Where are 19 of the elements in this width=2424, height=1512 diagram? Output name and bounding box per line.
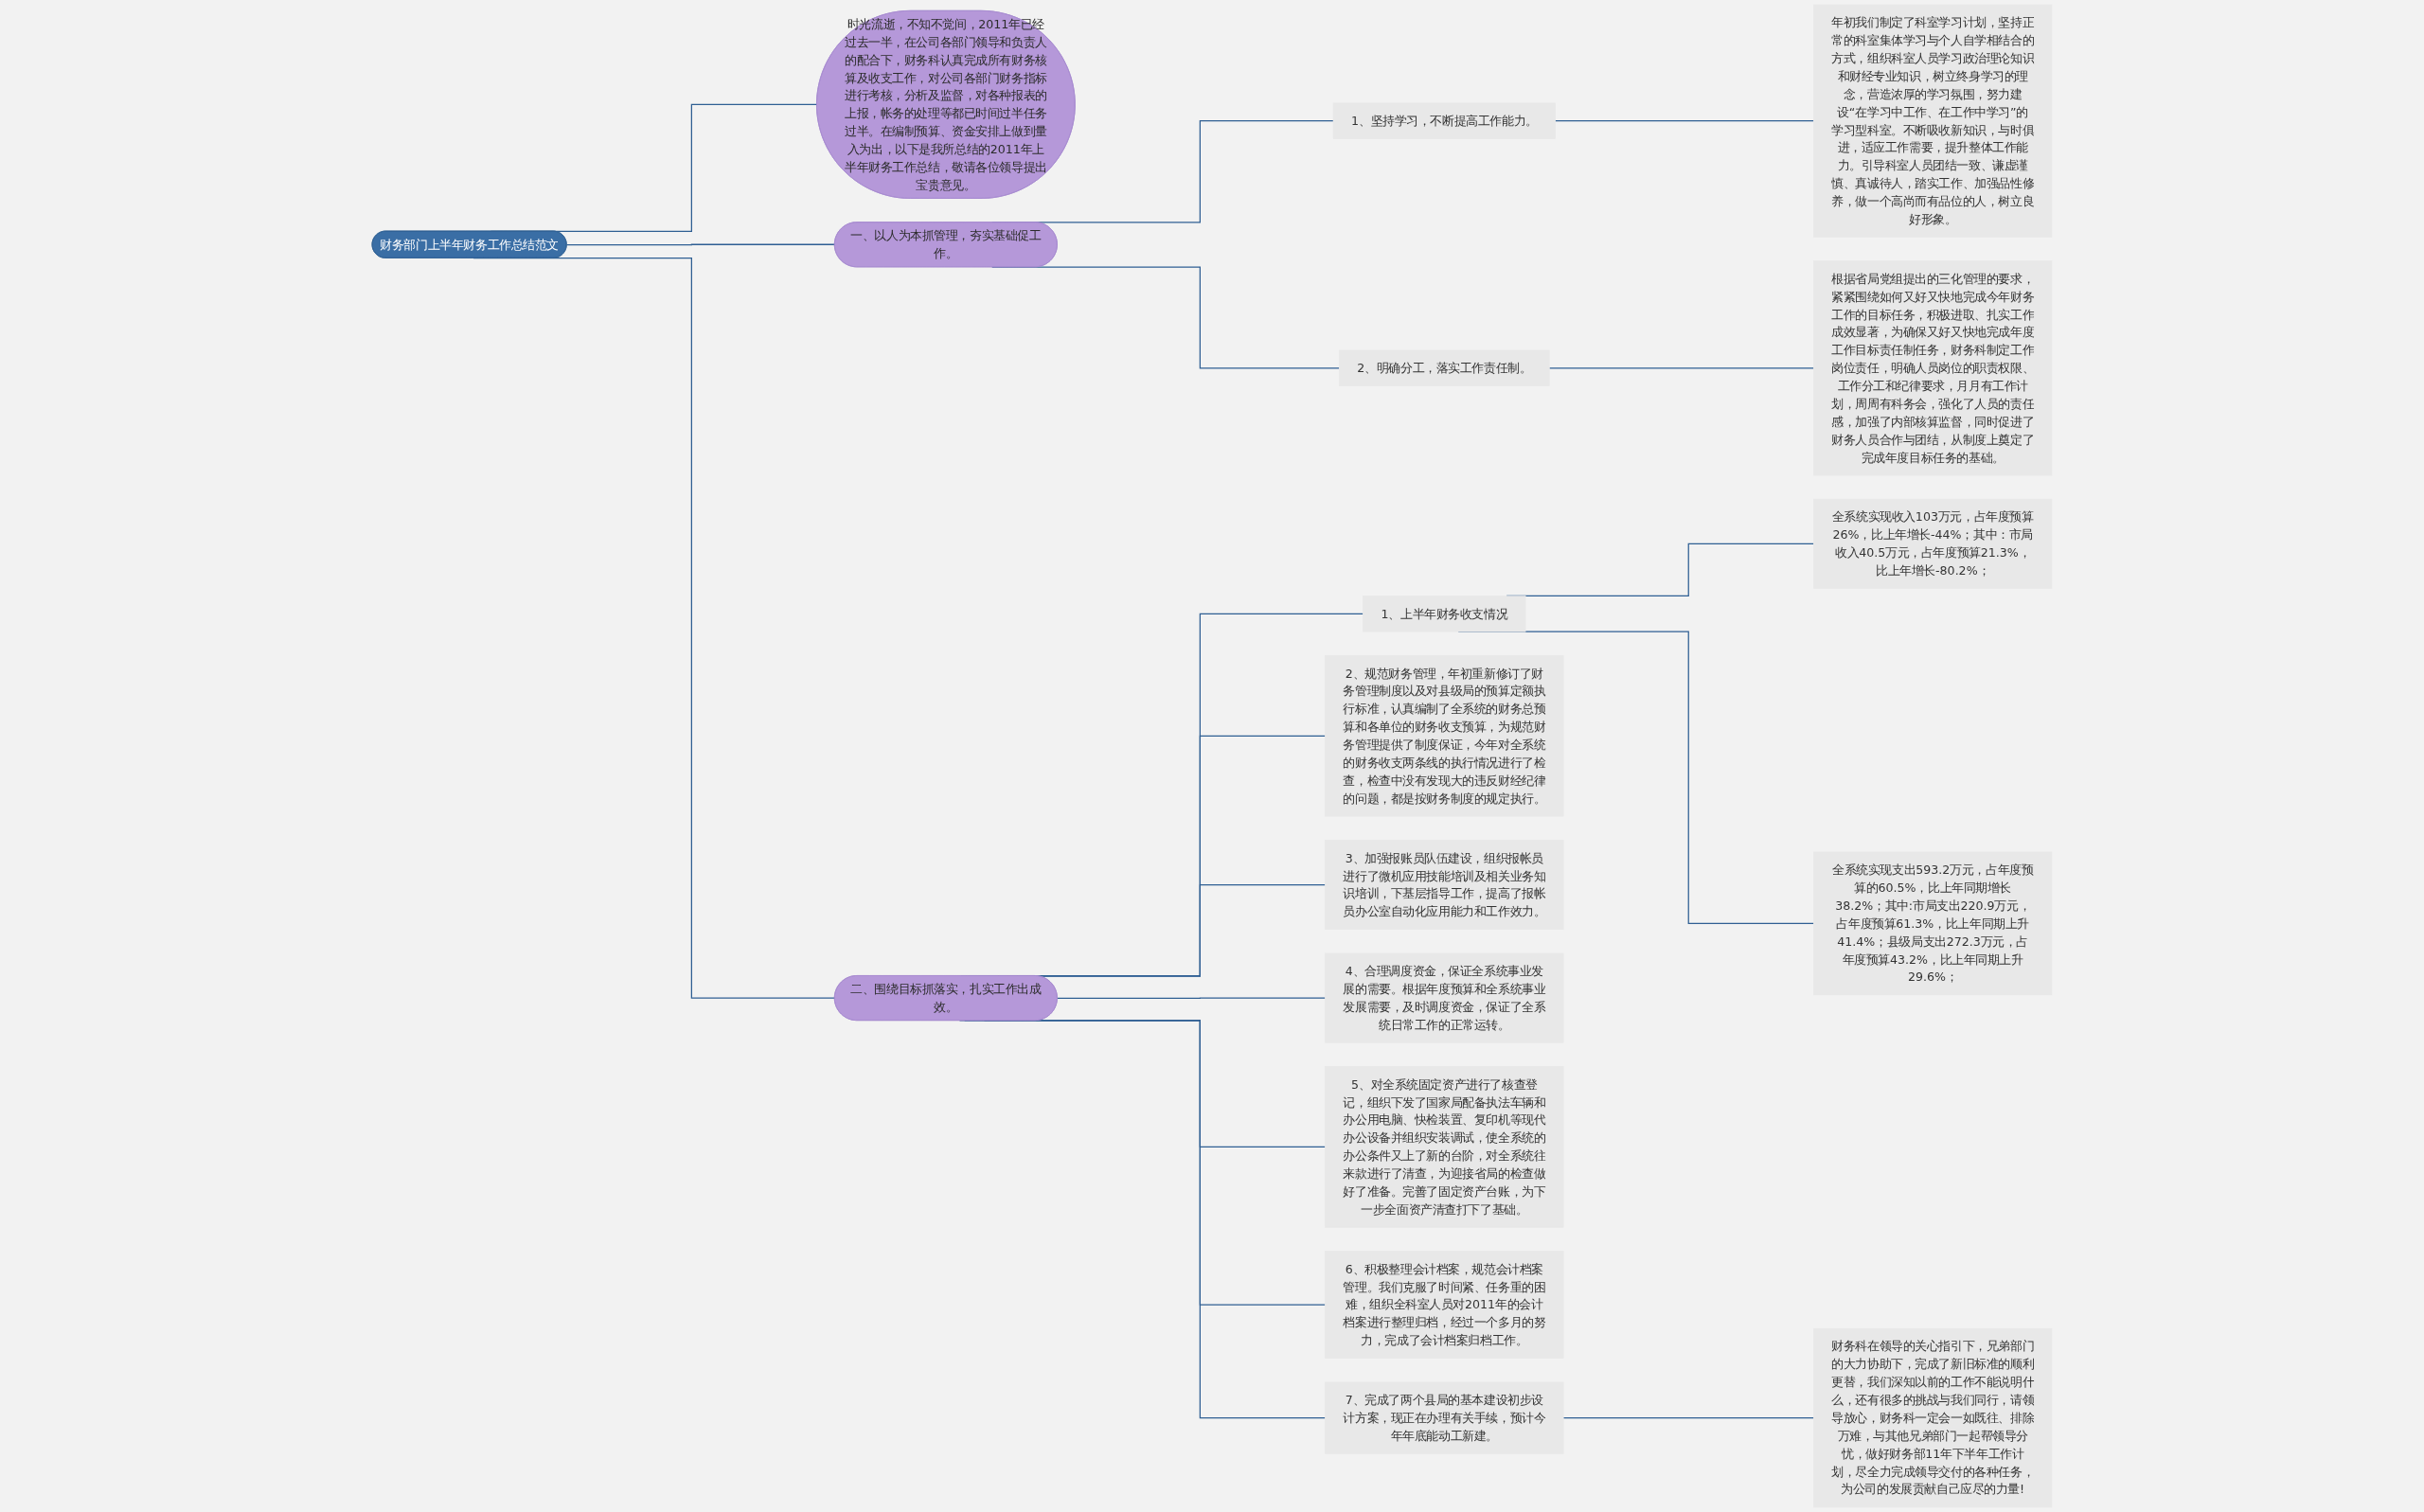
node-box: 7、完成了两个县局的基本建设初步设计方案，现正在办理有关手续，预计今年年底能动工新建。 — [1325, 1381, 1564, 1454]
node-box: 1、上半年财务收支情况 — [1363, 596, 1526, 632]
node-box: 1、坚持学习，不断提高工作能力。 — [1332, 102, 1556, 139]
node-box: 2、明确分工，落实工作责任制。 — [1339, 349, 1550, 386]
node-box: 6、积极整理会计档案，规范会计档案管理。我们克服了时间紧、任务重的困难，组织全科室人员对2011年的会计档案进行整理归档，经过一个多月的努力，完成了会计档案归档工作。 — [1325, 1251, 1564, 1359]
node-box: 根据省局党组提出的三化管理的要求，紧紧围绕如何又好又快地完成今年财务工作的目标任务，积极进取、扎实工作成效显著，为确保又好又快地完成年度工作目标责任制任务，财务科制定工作岗位责任，明确人员岗位的职责权限、工作分工和纪律要求，月月有工作计划，周周有科务会，强化了人员的责任感，加强了内部核算监督，同时促进了财务人员合作与团结，从制度上奠定了完成年度目标任务的基础。 — [1813, 260, 2053, 476]
node-box: 2、规范财务管理，年初重新修订了财务管理制度以及对县级局的预算定额执行标准，认真编制了全系统的财务总预算和各单位的财务收支预算，为规范财务管理提供了制度保证，今年对全系统的财务收支两条线的执行情况进行了检查，检查中没有发现大的违反财经纪律的问题，都是按财务制度的规定执行。 — [1325, 655, 1564, 817]
node-box: 4、合理调度资金，保证全系统事业发展的需要。根据年度预算和全系统事业发展需要，及时调度资金，保证了全系统日常工作的正常运转。 — [1325, 952, 1564, 1043]
node-box: 全系统实现收入103万元，占年度预算26%，比上年增长-44%；其中：市局收入40.5万元，占年度预算21.3%，比上年增长-80.2%； — [1813, 498, 2053, 589]
node-box: 5、对全系统固定资产进行了核查登记，组织下发了国家局配备执法车辆和办公用电脑、快检装置、复印机等现代办公设备并组织安装调试，使全系统的办公条件又上了新的台阶，对全系统往来款进行了清查，为迎接省局的检查做好了准备。完善了固定资产台账，为下一步全面资产清查打下了基础。 — [1325, 1066, 1564, 1228]
node-box: 全系统实现支出593.2万元，占年度预算的60.5%，比上年同期增长38.2%；其中:市局支出220.9万元，占年度预算61.3%，比上年同期上升41.4%；县级局支出272.3万元，占年度预算43.2%，比上年同期上升29.6%； — [1813, 851, 2053, 996]
connector — [1057, 997, 1327, 999]
connector — [565, 243, 836, 246]
node-box: 3、加强报账员队伍建设，组织报帐员进行了微机应用技能培训及相关业务知识培训，下基层指导工作，提高了报帐员办公室自动化应用能力和工作效力。 — [1325, 840, 1564, 931]
node-box: 财务科在领导的关心指引下，兄弟部门的大力协助下，完成了新旧标准的顺利更替，我们深知以前的工作不能说明什么，还有很多的挑战与我们同行，请领导放心，财务科一定会一如既往、排除万难，与其他兄弟部门一起帮领导分忧，做好财务部11年下半年工作计划，尽全力完成领导交付的各种任务，为公司的发展贡献自己应尽的力量! — [1813, 1327, 2053, 1508]
node-box: 年初我们制定了科室学习计划，坚持正常的科室集体学习与个人自学相结合的方式，组织科室人员学习政治理论知识和财经专业知识，树立终身学习的理念，营造浓厚的学习氛围，努力建设“在学习中工作、在工作中学习”的学习型科室。不断吸收新知识，与时俱进，适应工作需要，提升整体工作能力。引导科室人员团结一致、谦虚谨慎、真诚待人，踏实工作、加强品性修养，做一个高尚而有品位的人，树立良好形象。 — [1813, 4, 2053, 238]
connector — [1554, 120, 1814, 122]
connector — [1562, 1416, 1814, 1419]
connector — [1548, 367, 1814, 369]
